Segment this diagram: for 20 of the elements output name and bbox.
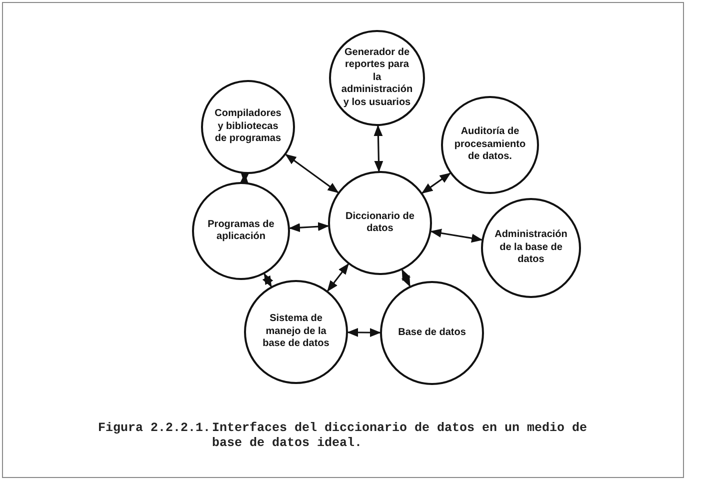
node-text: Sistema de manejo de la base de datos	[262, 313, 330, 351]
double-arrow	[288, 222, 330, 232]
double-arrow	[374, 124, 384, 172]
double-arrow	[285, 154, 339, 194]
node-text: Diccionario de datos	[344, 210, 416, 236]
double-arrow	[262, 273, 274, 288]
double-arrow	[422, 172, 451, 194]
double-arrow	[430, 228, 483, 243]
figure-caption: Interfaces del diccionario de datos en un medio de base de datos ideal.	[212, 421, 588, 451]
figure-number: Figura 2.2.2.1.	[98, 421, 211, 436]
double-arrow	[240, 172, 250, 184]
double-arrow	[346, 328, 382, 338]
node-text: Generador de reportes para la administración y los usuarios	[341, 46, 413, 110]
node-text: Compiladores y bibliotecas de programas	[214, 108, 282, 146]
node-text: Base de datos	[398, 326, 466, 340]
node-text: Administración de la base de datos	[494, 229, 568, 267]
node-text: Programas de aplicación	[206, 218, 276, 244]
double-arrow	[327, 263, 349, 292]
node-text: Auditoría de procesamiento de datos.	[453, 126, 527, 164]
double-arrow	[401, 269, 411, 287]
